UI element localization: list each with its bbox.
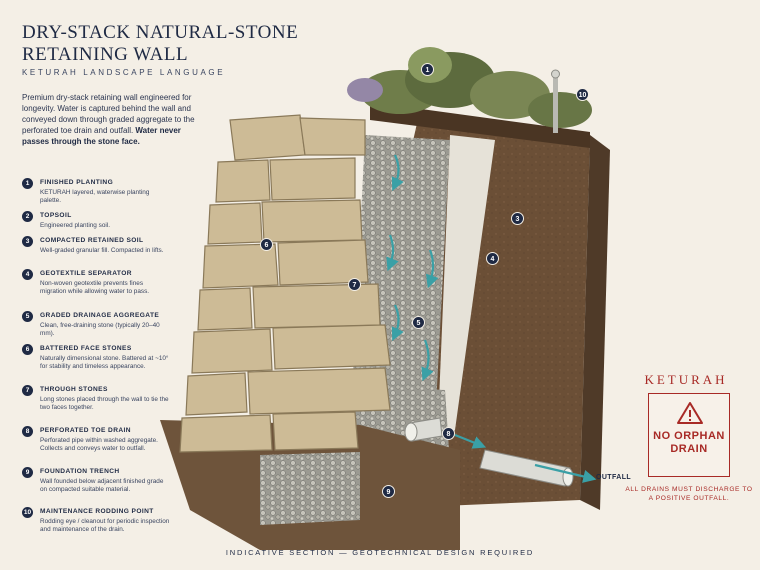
geotextile — [428, 135, 495, 450]
callout-10: 10 — [576, 88, 589, 101]
callout-8: 8 — [442, 427, 455, 440]
legend-number: 7 — [22, 385, 33, 396]
wall-section-illustration: 1 3 4 5 6 7 8 9 10 — [160, 47, 610, 550]
outfall-label: OUTFALL — [596, 474, 632, 481]
legend-number: 6 — [22, 344, 33, 355]
legend-description: Perforated pipe within washed aggregate.… — [40, 437, 158, 453]
legend-description: Naturally dimensional stone. Battered at… — [40, 355, 169, 371]
foundation-aggregate — [260, 452, 360, 525]
legend-number: 1 — [22, 178, 33, 189]
warning-text: NO ORPHAN DRAIN — [653, 430, 725, 455]
legend-title: BATTERED FACE STONES — [40, 345, 132, 352]
legend-description: Rodding eye / cleanout for periodic insp… — [40, 518, 170, 534]
legend-title: GRADED DRAINAGE AGGREGATE — [40, 312, 160, 319]
legend-title: TOPSOIL — [40, 212, 72, 219]
callout-9: 9 — [382, 485, 395, 498]
legend-description: Wall founded below adjacent finished gra… — [40, 478, 164, 494]
legend-description: Clean, free-draining stone (typically 20… — [40, 322, 160, 338]
legend-number: 2 — [22, 211, 33, 222]
intro-text: Premium dry-stack retaining wall enginee… — [22, 92, 202, 147]
rodding-eye-cap — [551, 69, 560, 79]
intro-body: Premium dry-stack retaining wall enginee… — [22, 93, 195, 135]
callout-3: 3 — [511, 212, 524, 225]
legend-title: THROUGH STONES — [40, 386, 108, 393]
legend-title: FINISHED PLANTING — [40, 179, 114, 186]
legend-number: 10 — [22, 507, 33, 518]
topsoil-band — [370, 102, 590, 148]
legend-number: 9 — [22, 467, 33, 478]
warning-triangle-icon — [677, 402, 703, 424]
legend-description: Non-woven geotextile prevents fines migr… — [40, 280, 150, 296]
legend-title: MAINTENANCE RODDING POINT — [40, 508, 154, 515]
legend-number: 8 — [22, 426, 33, 437]
legend-title: FOUNDATION TRENCH — [40, 468, 120, 475]
stone-face — [179, 114, 391, 453]
callout-6: 6 — [260, 238, 273, 251]
legend-title: PERFORATED TOE DRAIN — [40, 427, 131, 434]
legend-title: COMPACTED RETAINED SOIL — [40, 237, 144, 244]
page-subtitle: KETURAH LANDSCAPE LANGUAGE — [22, 68, 226, 77]
legend-number: 4 — [22, 269, 33, 280]
footer-note: INDICATIVE SECTION — GEOTECHNICAL DESIGN… — [225, 548, 535, 557]
water-flow-arrows — [386, 154, 597, 483]
legend-description: Well-graded granular fill. Compacted in … — [40, 247, 164, 254]
rodding-eye-pipe — [553, 75, 558, 133]
page-title: DRY-STACK NATURAL-STONE RETAINING WALL — [22, 22, 299, 65]
callout-5: 5 — [412, 316, 425, 329]
legend-description: Engineered planting soil. — [40, 222, 110, 229]
legend-description: Long stones placed through the wall to t… — [40, 396, 169, 412]
callout-1: 1 — [421, 63, 434, 76]
soil-side-face — [580, 135, 610, 510]
planting — [347, 47, 592, 128]
callout-7: 7 — [348, 278, 361, 291]
legend-number: 5 — [22, 311, 33, 322]
intro-emphasis: Water never passes through the stone fac… — [22, 126, 181, 146]
legend-title: GEOTEXTILE SEPARATOR — [40, 270, 132, 277]
warning-box: NO ORPHAN DRAIN — [648, 393, 730, 477]
legend-description: KETURAH layered, waterwise planting pale… — [40, 189, 150, 205]
brand-name: KETURAH — [644, 372, 728, 387]
legend-number: 3 — [22, 236, 33, 247]
warning-note: ALL DRAINS MUST DISCHARGE TO A POSITIVE … — [625, 486, 753, 502]
callout-4: 4 — [486, 252, 499, 265]
